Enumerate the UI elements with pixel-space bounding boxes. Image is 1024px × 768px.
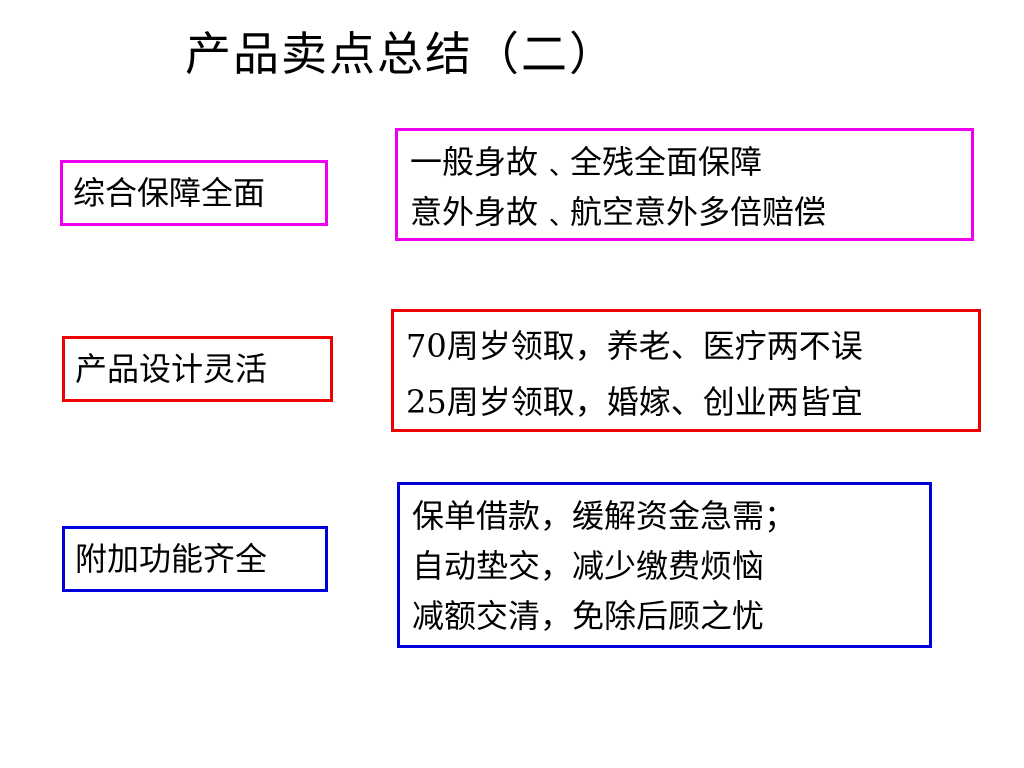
detail-line: 减额交清，免除后顾之忧 (412, 597, 765, 635)
detail-box-complete-features: 保单借款，缓解资金急需； 自动垫交，减少缴费烦恼 减额交清，免除后顾之忧 (397, 482, 932, 648)
detail-box-comprehensive-coverage: 一般身故﹑全残全面保障 意外身故﹑航空意外多倍赔偿 (395, 128, 974, 241)
detail-box-flexible-design: 70周岁领取，养老、医疗两不误 25周岁领取，婚嫁、创业两皆宜 (391, 309, 981, 432)
page-title: 产品卖点总结（二） (185, 27, 617, 81)
detail-line: 自动垫交，减少缴费烦恼 (412, 547, 765, 585)
detail-line: 25周岁领取，婚嫁、创业两皆宜 (406, 383, 863, 421)
label-box-flexible-design: 产品设计灵活 (62, 336, 333, 402)
detail-line: 保单借款，缓解资金急需； (412, 497, 797, 535)
label-box-complete-features: 附加功能齐全 (62, 526, 328, 592)
detail-line: 一般身故﹑全残全面保障 (410, 143, 763, 181)
detail-line: 70周岁领取，养老、医疗两不误 (406, 327, 863, 365)
detail-line: 意外身故﹑航空意外多倍赔偿 (410, 193, 827, 231)
label-box-comprehensive-coverage: 综合保障全面 (60, 160, 328, 226)
